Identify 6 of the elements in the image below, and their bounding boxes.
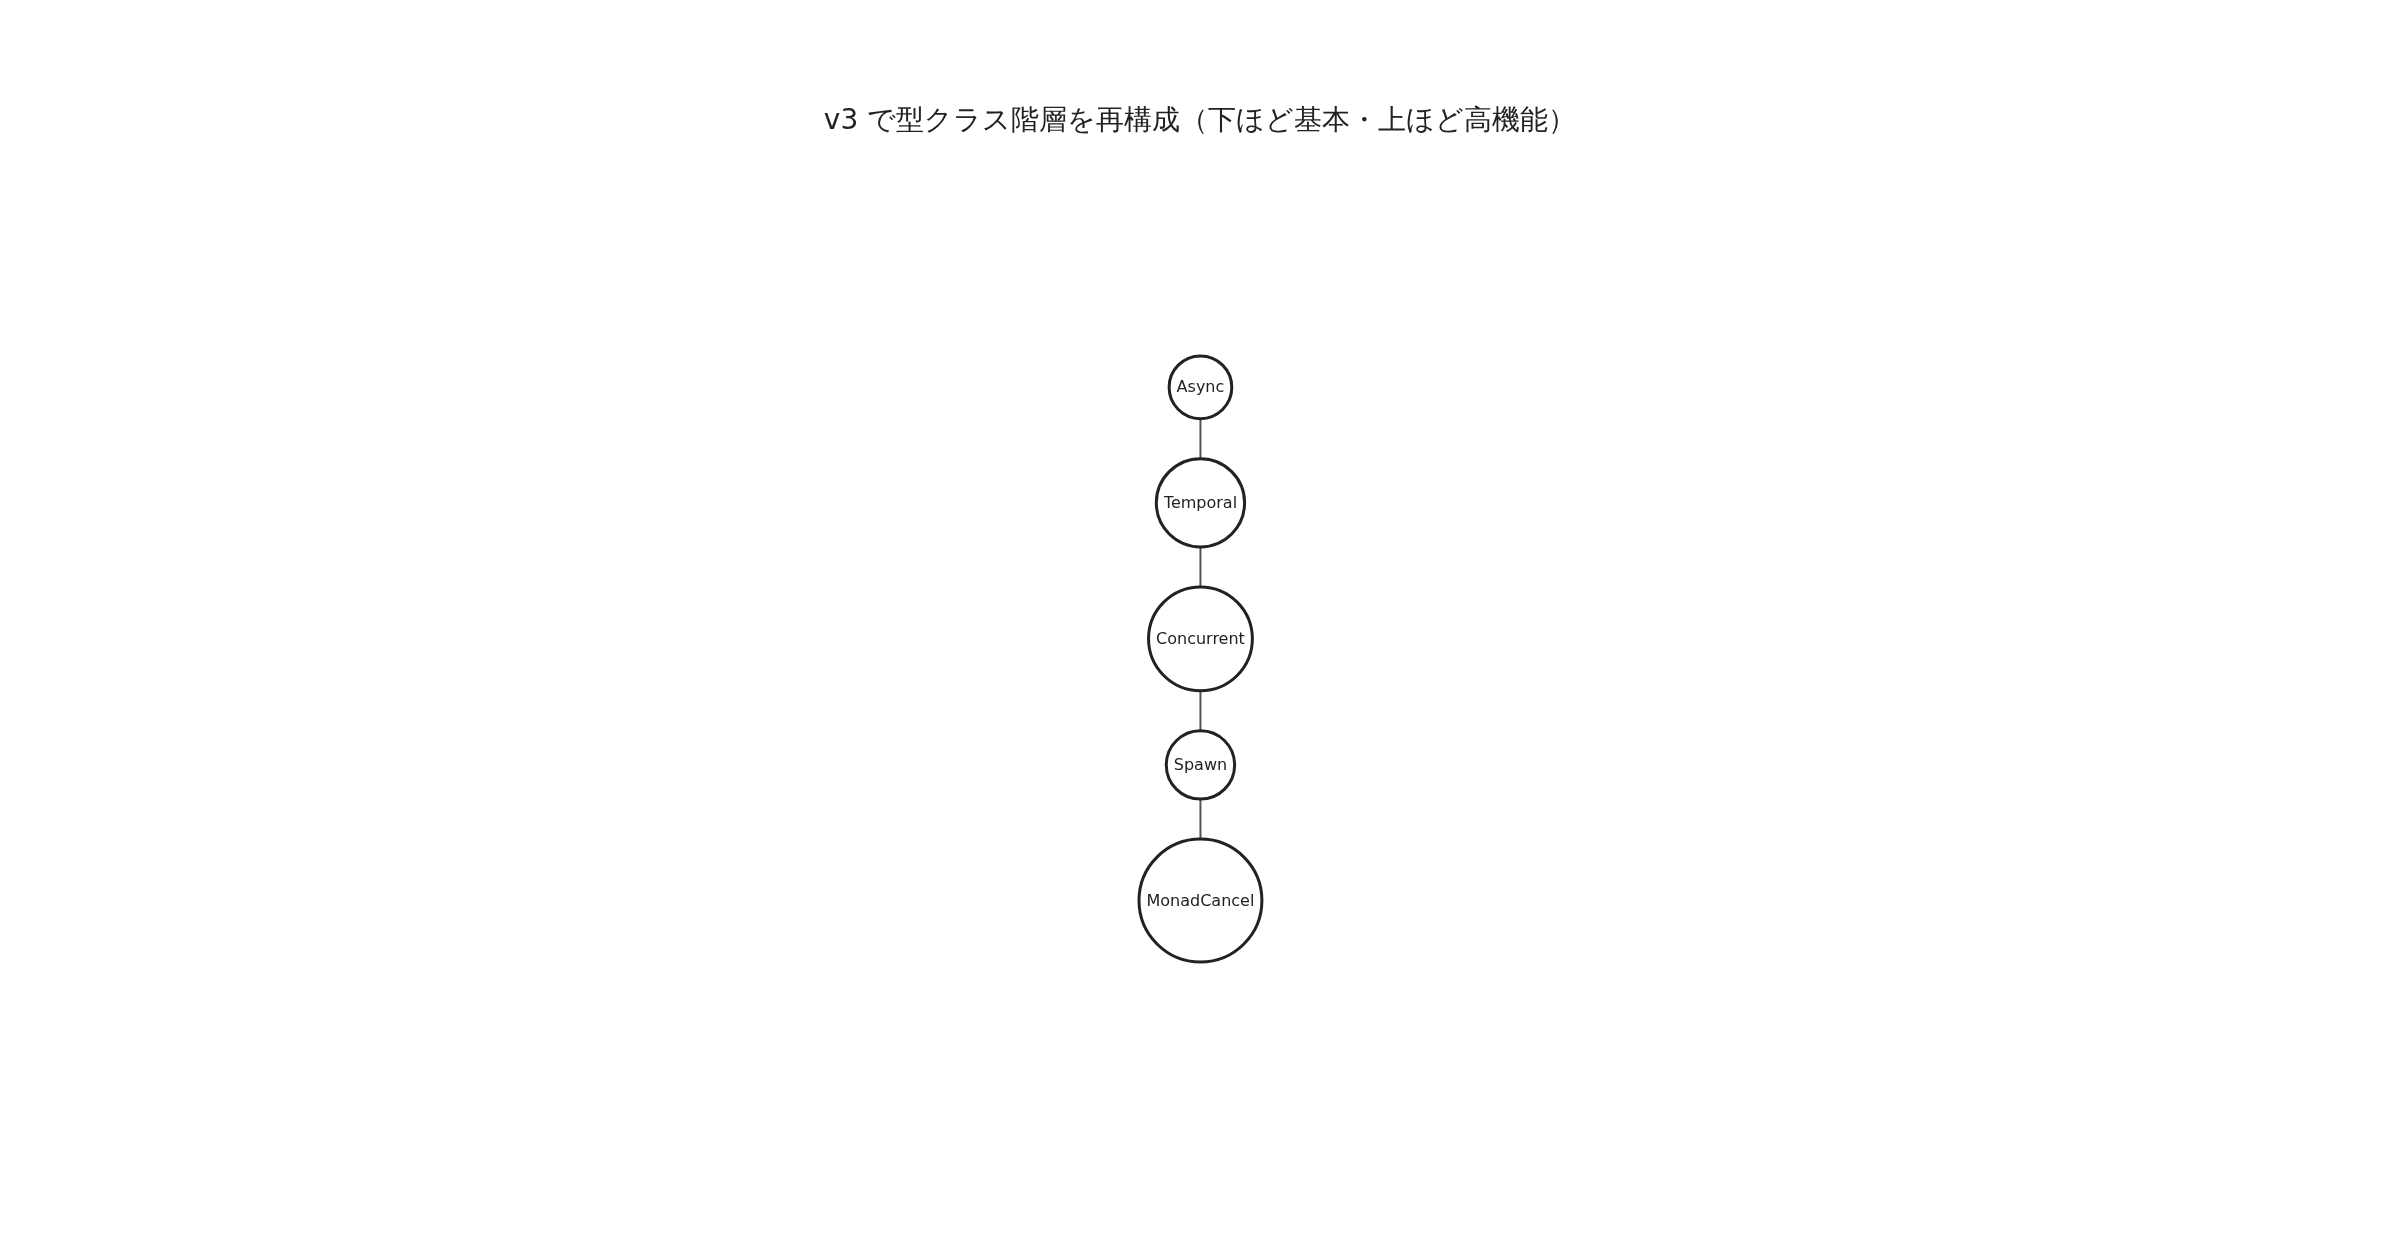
node-circle: Spawn (1164, 729, 1236, 801)
node-circle: Temporal (1154, 457, 1246, 549)
node-circle: Concurrent (1146, 585, 1254, 693)
node-circle: MonadCancel (1137, 837, 1263, 964)
diagram-title: v3 で型クラス階層を再構成（下ほど基本・上ほど高機能） (823, 102, 1577, 138)
node-circle: Async (1167, 354, 1233, 421)
